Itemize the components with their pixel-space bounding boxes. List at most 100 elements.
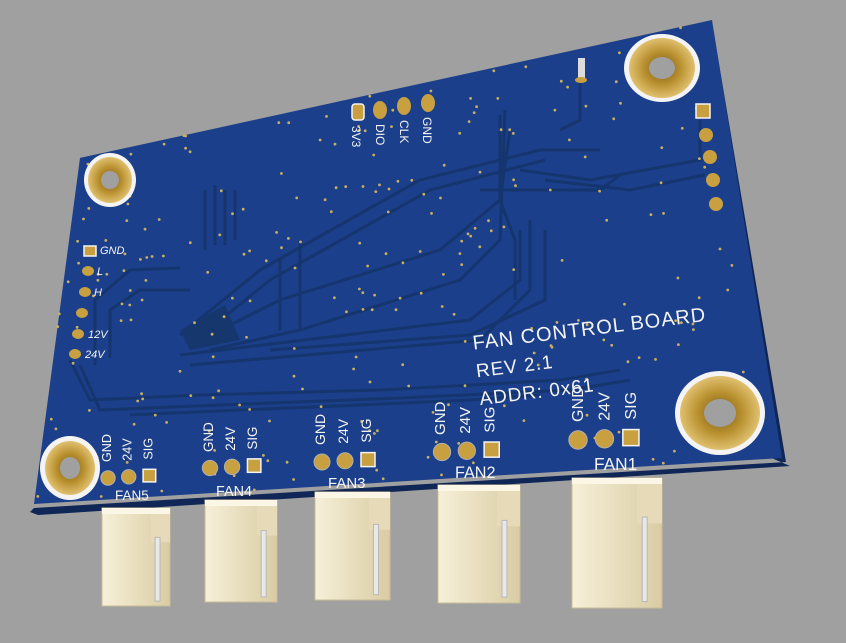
via bbox=[333, 296, 336, 300]
via bbox=[287, 237, 290, 240]
via bbox=[375, 468, 379, 472]
via bbox=[357, 129, 361, 132]
via bbox=[372, 153, 376, 157]
fan-pad bbox=[223, 458, 241, 475]
via bbox=[189, 394, 193, 397]
via bbox=[555, 321, 559, 324]
via bbox=[184, 134, 188, 138]
via bbox=[475, 105, 478, 109]
via bbox=[49, 417, 53, 421]
via bbox=[293, 266, 297, 270]
fan-pad-square bbox=[622, 428, 640, 447]
fan-pad-square bbox=[142, 468, 157, 483]
via bbox=[360, 420, 363, 423]
via bbox=[610, 343, 614, 347]
via bbox=[401, 261, 405, 265]
via bbox=[602, 338, 606, 342]
via bbox=[370, 308, 374, 312]
via bbox=[418, 250, 422, 253]
via bbox=[568, 138, 571, 142]
via bbox=[126, 202, 130, 206]
via bbox=[524, 65, 528, 69]
fan-connector-pin bbox=[373, 523, 379, 596]
via bbox=[553, 108, 557, 112]
via bbox=[440, 305, 444, 308]
via bbox=[268, 419, 271, 423]
via bbox=[275, 231, 278, 234]
via bbox=[585, 377, 588, 381]
via bbox=[252, 488, 256, 492]
fan-pin-label: SIG bbox=[358, 418, 374, 442]
side-header-label-h: H bbox=[94, 287, 102, 299]
fan-pad bbox=[100, 470, 116, 486]
via bbox=[211, 396, 215, 400]
via bbox=[512, 178, 515, 182]
side-header-label-gnd: GND bbox=[100, 245, 125, 257]
via bbox=[105, 272, 109, 276]
via bbox=[674, 319, 677, 322]
via bbox=[662, 212, 665, 215]
via bbox=[458, 252, 462, 256]
via bbox=[679, 26, 682, 30]
pcb-board bbox=[34, 20, 782, 504]
via bbox=[649, 213, 653, 217]
via bbox=[661, 461, 665, 465]
via bbox=[680, 321, 683, 325]
via bbox=[691, 322, 695, 326]
via bbox=[651, 457, 655, 461]
via bbox=[292, 478, 295, 481]
via bbox=[222, 315, 226, 319]
via bbox=[54, 427, 58, 431]
via bbox=[376, 429, 379, 433]
via bbox=[329, 210, 333, 214]
fan-pad-square bbox=[360, 451, 376, 468]
via bbox=[77, 261, 80, 265]
right-header bbox=[695, 103, 723, 211]
mounting-hole-bottom-left bbox=[40, 436, 100, 500]
via bbox=[128, 303, 132, 307]
via bbox=[66, 280, 70, 284]
via bbox=[585, 323, 589, 327]
via bbox=[325, 115, 328, 118]
fan-pin-label: SIG bbox=[482, 407, 499, 433]
via bbox=[56, 325, 60, 328]
mounting-hole-bottom-right bbox=[675, 371, 765, 455]
via bbox=[530, 327, 534, 330]
fan-pin-label: 24V bbox=[457, 407, 474, 434]
fan-pad bbox=[594, 429, 615, 449]
via bbox=[188, 150, 192, 154]
via bbox=[88, 409, 91, 412]
via bbox=[487, 219, 490, 223]
via bbox=[730, 264, 734, 267]
via bbox=[612, 117, 616, 121]
fan-pad bbox=[336, 452, 354, 470]
via bbox=[242, 252, 246, 256]
mounting-hole-top-left bbox=[84, 153, 136, 207]
via bbox=[285, 460, 289, 464]
via bbox=[36, 495, 40, 498]
via bbox=[426, 455, 430, 459]
via bbox=[352, 367, 355, 371]
via bbox=[619, 101, 622, 105]
via bbox=[287, 121, 291, 125]
via bbox=[280, 172, 283, 175]
via bbox=[726, 288, 730, 292]
via bbox=[361, 185, 365, 188]
via bbox=[680, 126, 684, 130]
top-header-label-dio: DIO bbox=[373, 124, 387, 145]
via bbox=[623, 302, 626, 306]
via bbox=[654, 358, 657, 361]
fan-pad bbox=[432, 442, 452, 462]
via bbox=[99, 495, 103, 498]
via bbox=[489, 229, 493, 233]
via bbox=[357, 125, 360, 128]
fan-connector-latch bbox=[369, 492, 390, 530]
fan-name-label: FAN3 bbox=[328, 475, 366, 492]
fan-pin-label: GND bbox=[432, 401, 449, 435]
via bbox=[368, 94, 372, 98]
via bbox=[213, 449, 217, 452]
via bbox=[431, 411, 435, 414]
fan-pad bbox=[121, 469, 137, 485]
